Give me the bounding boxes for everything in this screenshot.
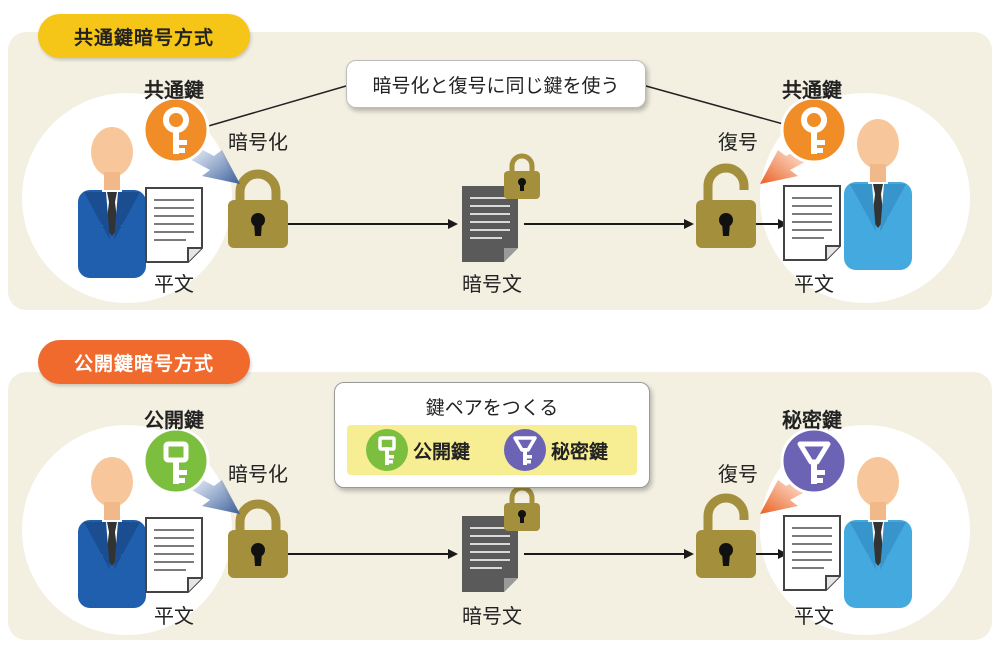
plaintext-doc-icon [145, 517, 203, 593]
padlock-closed-icon [228, 174, 288, 248]
mini-padlock-icon [504, 156, 540, 199]
right-key-label: 共通鍵 [782, 78, 842, 102]
private-key-icon [780, 427, 848, 495]
decrypt-label: 復号 [718, 462, 758, 486]
plaintext-label: 平文 [154, 604, 194, 628]
key-pair-title: 鍵ペアをつくる [425, 397, 559, 419]
same-key-note: 暗号化と復号に同じ鍵を使う [346, 60, 646, 108]
plaintext-doc-icon [783, 515, 841, 591]
plaintext-doc-icon [783, 185, 841, 261]
plaintext-label: 平文 [794, 604, 834, 628]
left-key-label: 共通鍵 [144, 78, 204, 102]
key-pair-panel: 公開鍵 秘密鍵 [347, 425, 637, 475]
ciphertext-label: 暗号文 [462, 272, 522, 296]
ciphertext-label: 暗号文 [462, 604, 522, 628]
padlock-closed-icon [228, 504, 288, 578]
connector-line [645, 85, 795, 128]
key-pair-private-label: 秘密鍵 [551, 441, 609, 463]
receiver-person-icon [844, 119, 912, 270]
mini-padlock-icon [504, 488, 540, 531]
decrypt-label: 復号 [718, 130, 758, 154]
padlock-open-icon [696, 168, 756, 248]
sender-person-icon [78, 127, 146, 278]
encrypt-label: 暗号化 [228, 130, 288, 154]
key-pair-box: 鍵ペアをつくる 公開鍵 秘密鍵 [334, 382, 650, 488]
connector-line [204, 85, 347, 128]
plaintext-doc-icon [145, 187, 203, 263]
key-pair-icons [366, 429, 546, 471]
section-title-public-key: 公開鍵暗号方式 [38, 340, 250, 384]
key-pair-public-label: 公開鍵 [413, 441, 471, 463]
plaintext-label: 平文 [794, 272, 834, 296]
section-title-common-key: 共通鍵暗号方式 [38, 14, 250, 58]
public-key-icon [142, 427, 210, 495]
public-key-icon [366, 429, 408, 471]
left-key-label: 公開鍵 [144, 408, 204, 432]
right-key-label: 秘密鍵 [782, 408, 842, 432]
plaintext-label: 平文 [154, 272, 194, 296]
receiver-person-icon [844, 457, 912, 608]
padlock-open-icon [696, 498, 756, 578]
encrypt-label: 暗号化 [228, 462, 288, 486]
private-key-icon [504, 429, 546, 471]
common-key-icon [142, 96, 210, 164]
sender-person-icon [78, 457, 146, 608]
common-key-icon [780, 96, 848, 164]
